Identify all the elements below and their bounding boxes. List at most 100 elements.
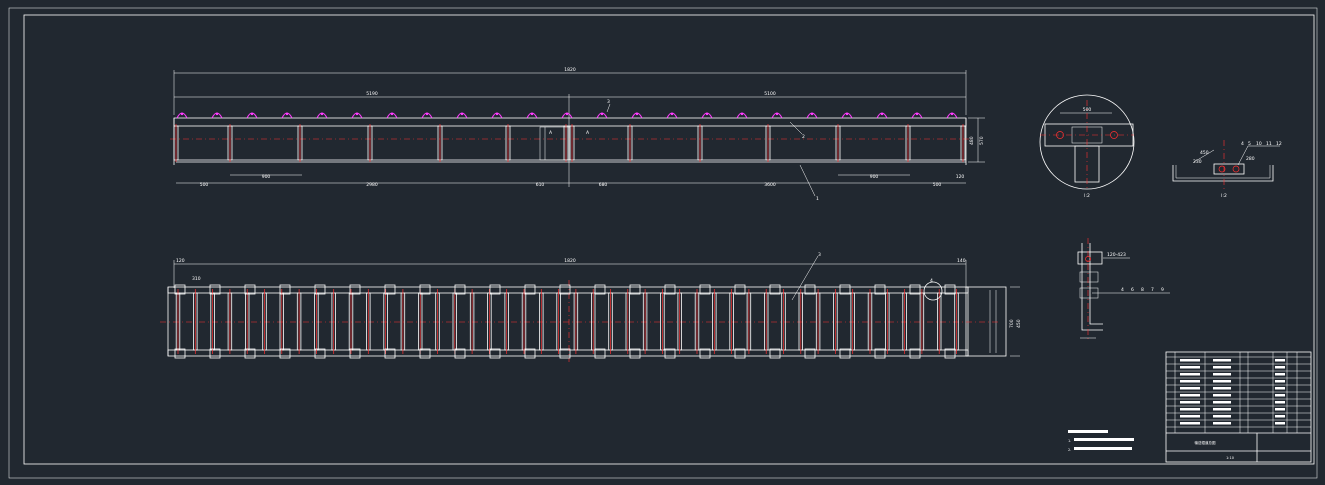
plan-bearing-top [174, 284, 186, 295]
plan-bearing-top [384, 284, 396, 295]
title-cell-text [1275, 408, 1285, 411]
title-cell-text [1275, 401, 1285, 404]
bottom-dim-4: 610 [536, 182, 545, 188]
section-dim-3: 280 [1246, 156, 1255, 162]
front-roller-shaft [880, 112, 884, 116]
front-roller-group [176, 112, 958, 119]
plan-roller-group [174, 284, 959, 359]
front-roller-shaft [670, 112, 674, 116]
circle-caption: I:2 [1084, 193, 1090, 199]
title-cell-text [1180, 380, 1200, 383]
title-cell-text [1180, 359, 1200, 362]
title-cell-text [1213, 387, 1231, 390]
section-mark-right: A [586, 130, 590, 136]
plan-bearing-bottom [419, 348, 431, 359]
front-roller-shaft [530, 112, 534, 116]
title-cell-text [1275, 359, 1285, 362]
front-roller-shaft [460, 112, 464, 116]
front-roller-shaft [740, 112, 744, 116]
front-roller-shaft [775, 112, 779, 116]
front-roller-shaft [390, 112, 394, 116]
front-roller-shaft [215, 112, 219, 116]
plan-bearing-bottom [279, 348, 291, 359]
title-cell-text [1180, 422, 1200, 425]
callout-2: 2 [802, 134, 805, 140]
side-detail-dim: 120-423 [1107, 252, 1126, 258]
plan-bearing-top [769, 284, 781, 295]
front-roller-shaft [635, 112, 639, 116]
side-callout-6: 6 [1131, 287, 1134, 293]
plan-bearing-bottom [244, 348, 256, 359]
plan-side-dim-1: 700 [1009, 319, 1015, 328]
front-elevation-view: 1820 5190 5100 A A 480 570 500 900 2980 [170, 67, 985, 202]
title-cell-text [1180, 415, 1200, 418]
plan-overall-dim: 1820 [564, 258, 576, 264]
front-roller-shaft [425, 112, 429, 116]
plan-bearing-top [489, 284, 501, 295]
side-callout-4: 4 [1121, 287, 1124, 293]
title-cell-text [1213, 408, 1231, 411]
plan-bearing-top [734, 284, 746, 295]
plan-upper-rail [167, 286, 969, 294]
title-cell-text [1180, 401, 1200, 404]
title-cell-text [1180, 373, 1200, 376]
bottom-dim-2: 900 [262, 174, 271, 180]
title-cell-text [1213, 359, 1231, 362]
detail-side-view: 120-423 4 6 8 7 9 [1077, 238, 1170, 340]
title-cell-text [1275, 394, 1285, 397]
note-2: 2. [1068, 448, 1071, 452]
plan-bearing-bottom [174, 348, 186, 359]
detail-section-view: 450 230 280 4 5 10 11 12 I:2 [1172, 140, 1282, 199]
title-cell-text [1213, 415, 1231, 418]
front-roller-shaft [180, 112, 184, 116]
plan-bearing-top [664, 284, 676, 295]
right-half-dim: 5100 [764, 91, 776, 97]
side-dim-2: 570 [979, 136, 985, 145]
plan-bearing-bottom [314, 348, 326, 359]
section-callout-12: 12 [1276, 141, 1282, 147]
plan-bearing-bottom [699, 348, 711, 359]
plan-bearing-top [419, 284, 431, 295]
section-callout-11: 11 [1266, 141, 1272, 147]
plan-bearing-bottom [594, 348, 606, 359]
plan-bearing-top [874, 284, 886, 295]
plan-bearing-bottom [909, 348, 921, 359]
plan-bearing-bottom [839, 348, 851, 359]
front-roller-shaft [565, 112, 569, 116]
bottom-dim-3: 2980 [366, 182, 378, 188]
plan-bearing-top [314, 284, 326, 295]
bottom-dim-7: 900 [870, 174, 879, 180]
side-callout-8: 8 [1141, 287, 1144, 293]
title-cell-text [1213, 366, 1231, 369]
plan-bearing-bottom [874, 348, 886, 359]
plan-bearing-top [839, 284, 851, 295]
plan-bearing-bottom [524, 348, 536, 359]
title-cell-text [1275, 373, 1285, 376]
front-leg-group [173, 124, 966, 162]
title-cell-text [1180, 366, 1200, 369]
plan-lower-rail [167, 349, 969, 357]
callout-1: 1 [816, 196, 819, 202]
plan-side-dim-2: 450 [1016, 319, 1022, 328]
plan-bearing-bottom [769, 348, 781, 359]
title-cell-text [1275, 366, 1285, 369]
note-1: 1. [1068, 439, 1071, 443]
plan-bearing-bottom [489, 348, 501, 359]
plan-bearing-top [699, 284, 711, 295]
plan-bearing-top [594, 284, 606, 295]
section-callout-5: 5 [1248, 141, 1251, 147]
front-roller-shaft [600, 112, 604, 116]
title-cell-text [1213, 401, 1231, 404]
drive-motor-circle [923, 281, 943, 301]
title-cell-text [1275, 422, 1285, 425]
section-mark-left: A [549, 130, 553, 136]
plan-bearing-top [559, 284, 571, 295]
drawing-scale: 1:10 [1226, 456, 1234, 460]
plan-bearing-top [349, 284, 361, 295]
plan-bearing-top [279, 284, 291, 295]
front-roller-shaft [250, 112, 254, 116]
title-cell-text [1180, 408, 1200, 411]
plan-view: 1820 120 310 140 4 3 700 450 [160, 252, 1022, 362]
plan-end-dim-2: 310 [192, 276, 201, 282]
plan-bearing-top [209, 284, 221, 295]
